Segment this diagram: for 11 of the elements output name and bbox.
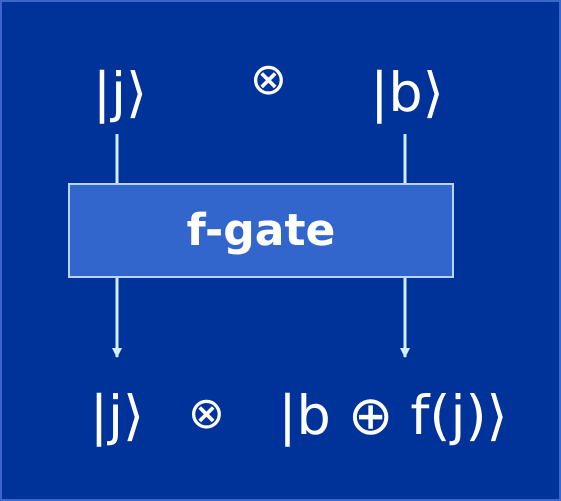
gate-box: f-gate	[68, 183, 454, 278]
ket-state-label: |j⟩	[82, 385, 152, 447]
ket-state-label: |j⟩	[88, 62, 152, 124]
tensor-product-symbol: ⊗	[188, 392, 225, 436]
wire-line	[404, 134, 406, 183]
ket-state-label: |b⟩	[370, 62, 444, 124]
arrow	[400, 278, 410, 358]
arrow	[112, 278, 122, 358]
wire-line	[116, 134, 118, 183]
tensor-product-symbol: ⊗	[250, 58, 287, 102]
ket-state-label: |b ⊕ f(j)⟩	[268, 385, 518, 447]
